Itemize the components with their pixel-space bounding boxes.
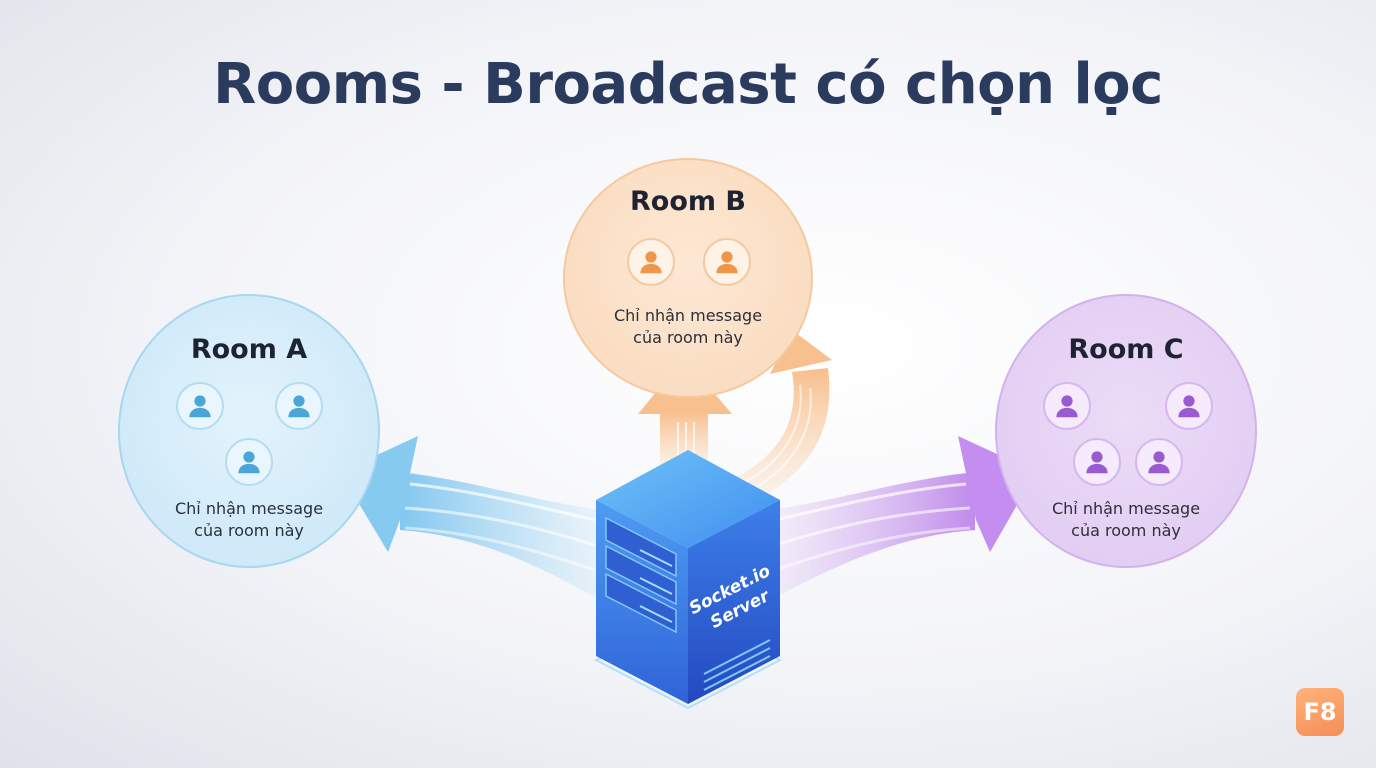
room-note: Chỉ nhận message của room này	[174, 499, 324, 540]
user-icon	[275, 382, 323, 430]
room-title: Room A	[190, 334, 308, 365]
user-icon	[1073, 438, 1121, 486]
page-title: Rooms - Broadcast có chọn lọc	[213, 52, 1163, 117]
user-icon	[703, 238, 751, 286]
user-icon	[627, 238, 675, 286]
room-a: Room A Chỉ nhận message của room này	[118, 294, 380, 568]
f8-logo: F8	[1296, 688, 1344, 736]
room-title: Room B	[629, 186, 746, 217]
room-b: Room B Chỉ nhận message của room này	[563, 158, 813, 398]
user-icon	[1043, 382, 1091, 430]
user-icon	[225, 438, 273, 486]
room-title: Room C	[1068, 334, 1184, 365]
user-icon	[1165, 382, 1213, 430]
room-note: Chỉ nhận message của room này	[613, 306, 763, 347]
user-icon	[1135, 438, 1183, 486]
user-icon	[176, 382, 224, 430]
flow-to-room-a	[340, 436, 600, 600]
server-icon: Socket.io Server	[593, 450, 783, 710]
room-note: Chỉ nhận message của room này	[1051, 499, 1201, 540]
room-c: Room C Chỉ nhận message của room này	[995, 294, 1257, 568]
